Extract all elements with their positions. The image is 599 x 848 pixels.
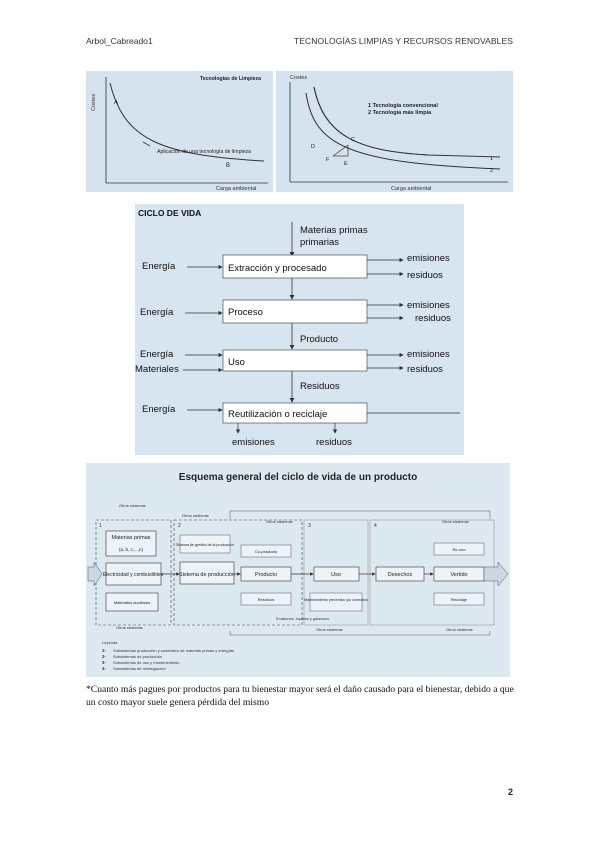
vertido: Vertido bbox=[450, 572, 467, 578]
fig1-x-label: Carga ambiental bbox=[216, 186, 256, 192]
fig2-y-label: Costes bbox=[290, 75, 307, 81]
fig2-legend-2: 2 Tecnología más limpia bbox=[368, 110, 432, 116]
otros-4: Otros sistemas bbox=[442, 519, 469, 524]
legend-num-4: 4- bbox=[102, 666, 106, 671]
figure-cleaning-technologies: Costes Carga ambiental Tecnologías de Li… bbox=[86, 71, 273, 192]
stage-process: Proceso bbox=[228, 307, 263, 318]
reciclaje: Reciclaje bbox=[451, 597, 468, 602]
figure-conventional-vs-clean: Costes Carga ambiental 1 Tecnología conv… bbox=[276, 71, 513, 192]
legend-num-1: 1- bbox=[102, 648, 106, 653]
out3-emissions: emisiones bbox=[407, 349, 450, 360]
legend-4: Subsistemas de reintegración bbox=[113, 666, 166, 671]
scheme-title: Esquema general del ciclo de vida de un … bbox=[179, 472, 417, 483]
desechos: Desechos bbox=[388, 572, 413, 578]
otros-7: Otros sistemas bbox=[446, 627, 473, 632]
top-input-2: primarias bbox=[300, 237, 339, 248]
fig1-point-a: A bbox=[114, 100, 118, 106]
bottom-emissions: emisiones bbox=[232, 437, 275, 448]
num-3: 3 bbox=[308, 523, 311, 529]
sistema-gestion: Sistema de gestión de la producción bbox=[176, 543, 234, 547]
fig2-curve-2: 2 bbox=[490, 168, 493, 174]
sistema-produccion: Sistema de producción bbox=[179, 572, 235, 578]
legend-1: Subsistemas producción y suministro de m… bbox=[113, 648, 234, 653]
energy-2: Energía bbox=[140, 307, 174, 318]
energy-1: Energía bbox=[142, 261, 176, 272]
coproducto: Co-producto bbox=[255, 549, 278, 554]
stage-use-box bbox=[222, 349, 368, 372]
num-4: 4 bbox=[374, 523, 377, 529]
legend-2: Subsistemas de producción bbox=[113, 654, 162, 659]
legend-3: Subsistemas de uso y mantenimiento bbox=[113, 660, 180, 665]
materiales-aux: Materiales auxiliares bbox=[114, 600, 150, 605]
out1-emissions: emisiones bbox=[407, 253, 450, 264]
fig2-point-e: E bbox=[344, 161, 348, 167]
fig1-title: Tecnologías de Limpieza bbox=[200, 76, 261, 82]
fig1-y-label: Costes bbox=[91, 94, 97, 111]
fig1-annotation: Aplicación de una tecnología de limpieza bbox=[157, 149, 251, 155]
fig2-point-f: F bbox=[326, 157, 330, 163]
uso: Uso bbox=[331, 572, 341, 578]
out1-waste: residuos bbox=[407, 270, 443, 281]
bottom-waste: residuos bbox=[316, 437, 352, 448]
out3-waste: residuos bbox=[407, 364, 443, 375]
mid-product: Producto bbox=[300, 334, 338, 345]
figure-life-cycle: CICLO DE VIDA Materias primas primarias … bbox=[135, 204, 464, 455]
otros-3: Otros sistemas bbox=[266, 519, 293, 524]
fig2-curve-1: 1 bbox=[490, 156, 493, 162]
fig2-x-label: Carga ambiental bbox=[391, 186, 431, 192]
header-title: TECNOLOGÍAS LIMPIAS Y RECURSOS RENOVABLE… bbox=[293, 36, 513, 46]
footnote: *Cuanto más pagues por productos para tu… bbox=[86, 684, 514, 708]
num-1: 1 bbox=[99, 523, 102, 529]
otros-2: Otros sistemas bbox=[182, 513, 209, 518]
num-2: 2 bbox=[178, 523, 181, 529]
fig2-legend-1: 1 Tecnología convencional bbox=[368, 103, 438, 109]
energy-4: Energía bbox=[142, 404, 176, 415]
stage-process-box bbox=[222, 299, 368, 324]
stage-recycle: Reutilización o reciclaje bbox=[228, 409, 327, 420]
residuos: Residuos bbox=[258, 597, 275, 602]
materials: Materiales bbox=[135, 364, 179, 375]
mantenimiento: Mantenimiento preventivo y/o correctivo bbox=[304, 598, 368, 602]
emisiones-liquidas: Emisiones, líquidos y gaseosos bbox=[276, 617, 329, 621]
header-author: Arbol_Cabreado1 bbox=[86, 36, 153, 46]
top-input: Materias primas bbox=[300, 225, 368, 236]
lifecycle-title: CICLO DE VIDA bbox=[138, 208, 201, 218]
page-number: 2 bbox=[507, 787, 513, 797]
out2-waste: residuos bbox=[415, 313, 451, 324]
stage-extraction-box bbox=[222, 254, 368, 279]
out2-emissions: emisiones bbox=[407, 300, 450, 311]
mp-sub: (a, b, c,...,n) bbox=[119, 547, 144, 552]
fig2-point-c: C bbox=[351, 137, 355, 143]
fig1-point-b: B bbox=[226, 163, 230, 169]
stage-extraction: Extracción y procesado bbox=[228, 263, 327, 274]
fig2-point-d: D bbox=[311, 144, 315, 150]
mid-waste: Residuos bbox=[300, 381, 340, 392]
electricidad: Electricidad y combustibles bbox=[103, 572, 164, 578]
reuso: Re-uso bbox=[453, 547, 467, 552]
energy-3: Energía bbox=[140, 349, 174, 360]
legend-num-3: 3- bbox=[102, 660, 106, 665]
figure-product-lifecycle-scheme: Esquema general del ciclo de vida de un … bbox=[86, 463, 510, 677]
otros-5: Otros sistemas bbox=[316, 627, 343, 632]
stage-use: Uso bbox=[228, 357, 245, 368]
otros-6: Otros sistemas bbox=[116, 625, 143, 630]
otros-1: Otros sistemas bbox=[119, 503, 146, 508]
legend-num-2: 2- bbox=[102, 654, 106, 659]
leyenda: Leyenda bbox=[102, 640, 118, 645]
materias-primas: Materias primas bbox=[111, 535, 150, 541]
producto: Producto bbox=[255, 572, 277, 578]
